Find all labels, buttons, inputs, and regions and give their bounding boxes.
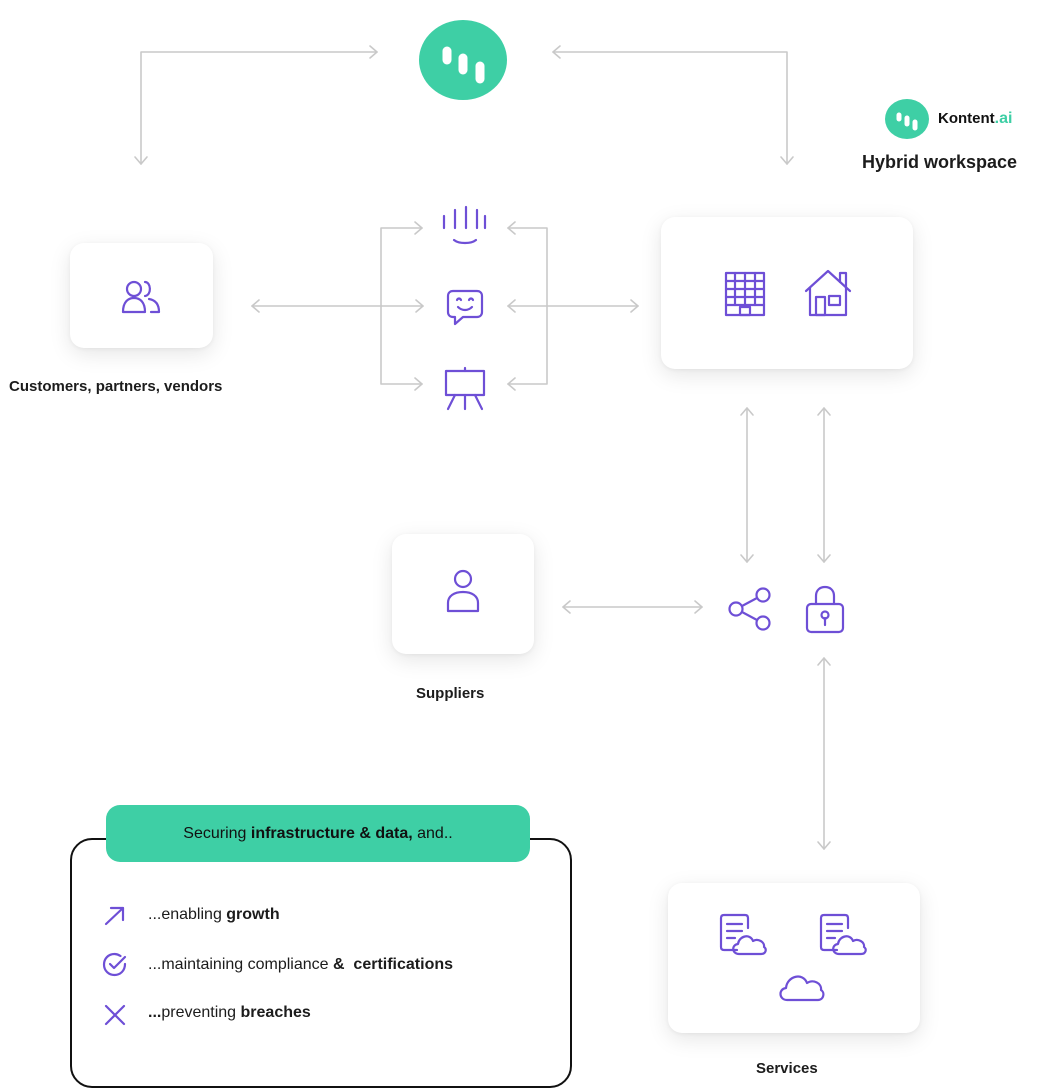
kontent-logo-icon — [419, 20, 507, 100]
legend-item-bold: ... — [148, 1004, 162, 1021]
document-cloud-icon — [819, 913, 867, 956]
user-icon — [446, 569, 480, 613]
legend-item-bold2: breaches — [240, 1004, 311, 1021]
legend-item-bold: & certifications — [332, 956, 454, 973]
x-icon — [104, 1004, 126, 1026]
office-building-icon — [724, 271, 766, 317]
legend-item-growth: ...enabling growth — [148, 906, 280, 924]
services-card — [668, 883, 920, 1033]
document-cloud-icon — [719, 913, 767, 956]
legend-header-bold: infrastructure & data, — [250, 824, 413, 842]
suppliers-card — [392, 534, 534, 654]
share-icon — [728, 587, 771, 631]
users-icon — [121, 280, 161, 314]
legend-box — [70, 838, 572, 1088]
legend-header: Securing infrastructure & data, and.. — [106, 805, 530, 862]
brand-wordmark: Kontent.ai — [938, 110, 1012, 128]
presentation-icon — [444, 366, 486, 411]
check-circle-icon — [102, 952, 127, 977]
customers-card — [70, 243, 213, 348]
arrow-up-right-icon — [104, 906, 125, 926]
padlock-icon — [805, 585, 845, 634]
brand-tld: .ai — [994, 110, 1013, 127]
legend-item-suffix: preventing — [161, 1004, 241, 1021]
voice-icon — [442, 205, 487, 245]
chat-icon — [446, 289, 484, 326]
kontent-small-logo-icon — [885, 99, 929, 139]
suppliers-label: Suppliers — [416, 685, 485, 702]
brand-caption: Hybrid workspace — [862, 152, 1018, 172]
house-icon — [804, 269, 852, 317]
services-label: Services — [756, 1060, 818, 1077]
legend-item-bold: growth — [226, 906, 280, 923]
brand-name: Kontent — [938, 110, 995, 127]
workplace-card — [661, 217, 913, 369]
customers-label: Customers, partners, vendors — [9, 378, 223, 395]
legend-header-suffix: and.. — [412, 824, 453, 842]
legend-header-prefix: Securing — [183, 824, 251, 842]
legend-item-prefix: ...enabling — [148, 906, 227, 923]
legend-item-compliance: ...maintaining compliance & certificatio… — [148, 956, 453, 974]
legend-item-breaches: ...preventing breaches — [148, 1004, 311, 1022]
legend-item-prefix: ...maintaining compliance — [148, 956, 333, 973]
cloud-icon — [779, 975, 825, 1002]
